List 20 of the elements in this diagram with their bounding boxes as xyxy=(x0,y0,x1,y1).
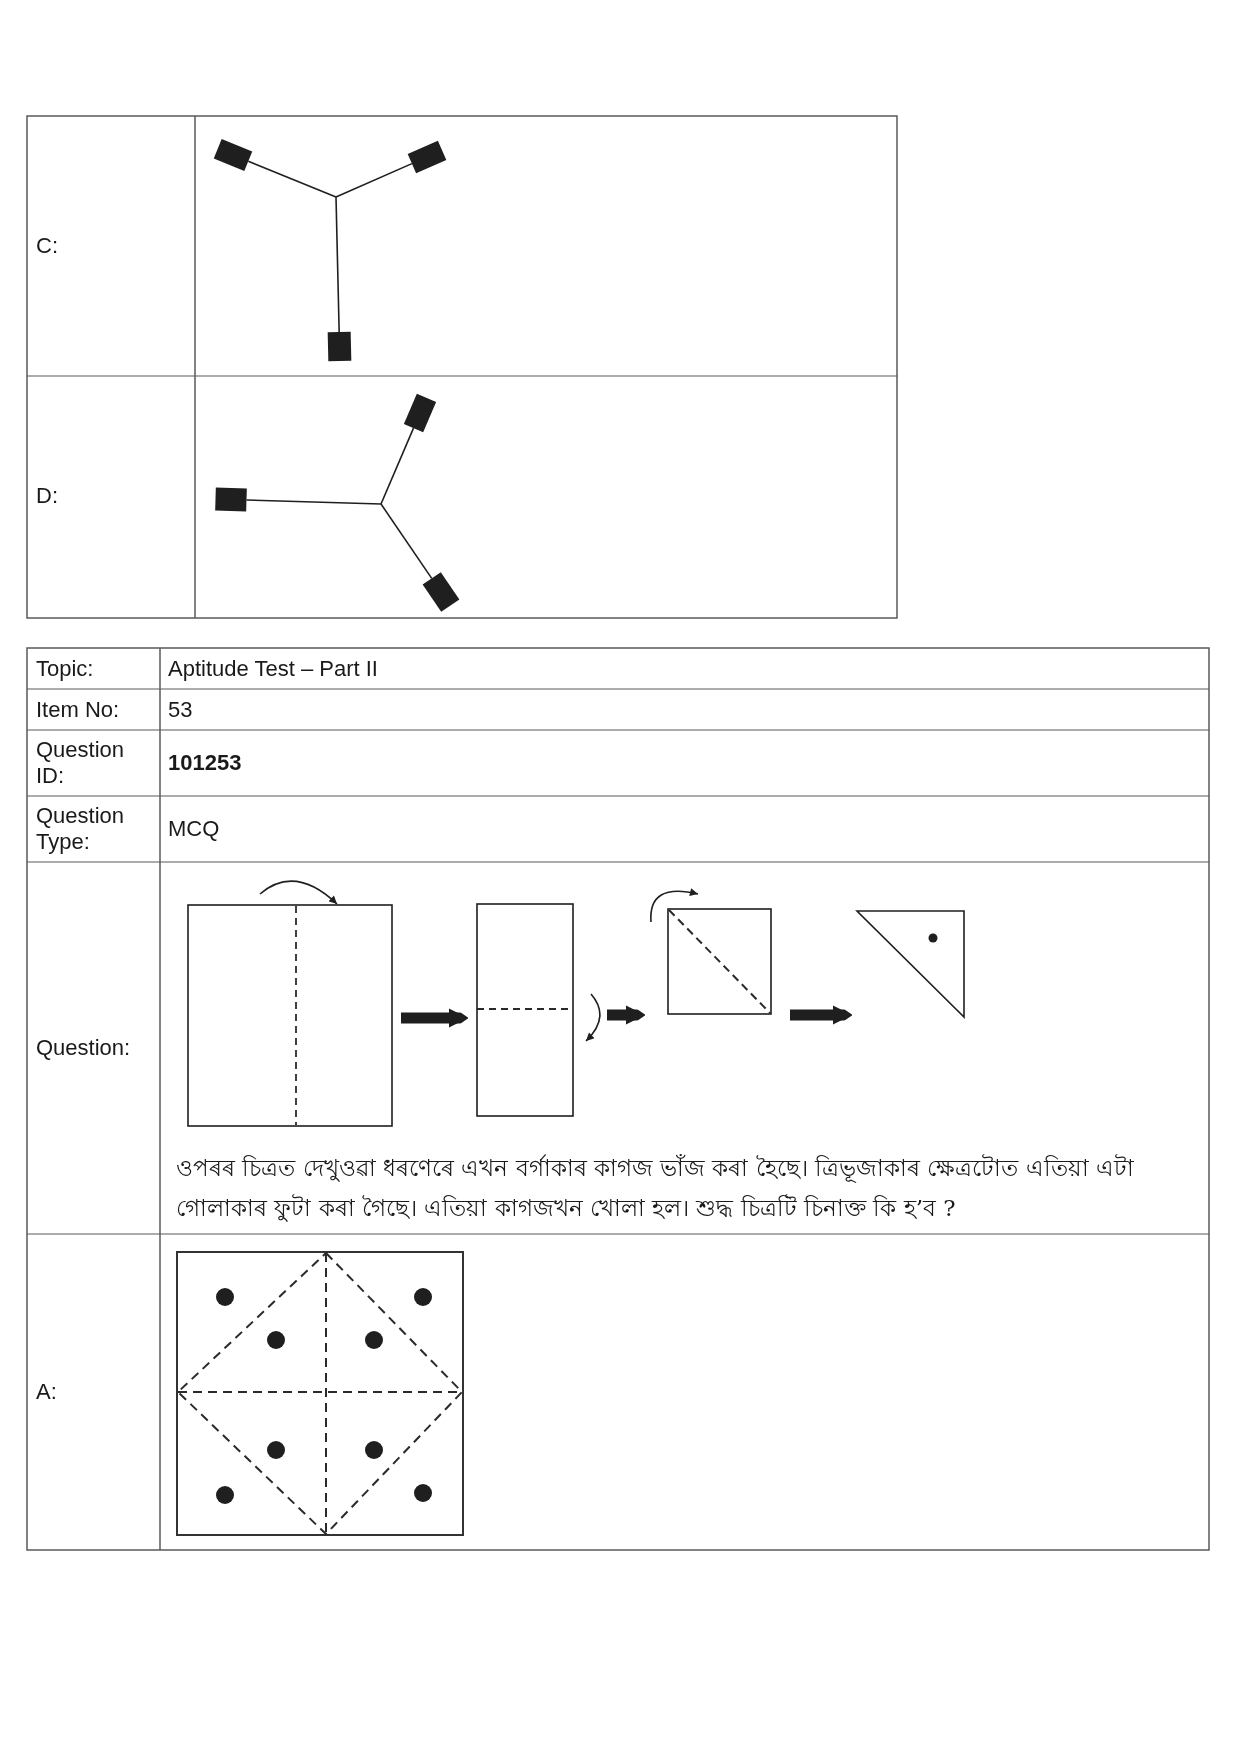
folded-rectangle-drawing xyxy=(476,903,604,1117)
question-type: MCQ xyxy=(168,815,220,843)
row-heading: Question ID: xyxy=(36,736,126,790)
folded-square-drawing xyxy=(648,888,772,1015)
block-arrow xyxy=(607,1005,645,1025)
block-arrow xyxy=(401,1008,468,1028)
topic-value: Aptitude Test – Part II xyxy=(168,655,378,682)
option-label: A: xyxy=(36,1378,57,1406)
option-label: D: xyxy=(36,482,58,510)
row-heading: Question Type: xyxy=(36,802,126,856)
row-heading: Question: xyxy=(36,1034,131,1062)
question-text: ওপৰৰ চিত্ৰত দেখুওৱা ধৰণেৰে এখন বৰ্গাকাৰ কাগজ ভাঁজ কৰা হৈছে। ত্ৰিভূজাকাৰ ক্ষেত্ৰটোত এতিয়া এটা গোলাকাৰ ফুটা কৰা গৈছে। এতিয়া কাগজখন খোলা হল। শুদ্ধ চিত্ৰটি চিনাক্ত কি হ’ব ? xyxy=(176,1153,1136,1224)
row-heading: Topic: xyxy=(36,655,94,682)
item-number: 53 xyxy=(168,696,193,723)
option-label: C: xyxy=(36,232,58,260)
row-heading: Item No: xyxy=(36,696,120,723)
block-arrow xyxy=(790,1005,852,1025)
paper-square-drawing xyxy=(187,880,393,1127)
question-id: 101253 xyxy=(168,749,242,777)
punched-triangle-drawing xyxy=(855,909,966,1019)
